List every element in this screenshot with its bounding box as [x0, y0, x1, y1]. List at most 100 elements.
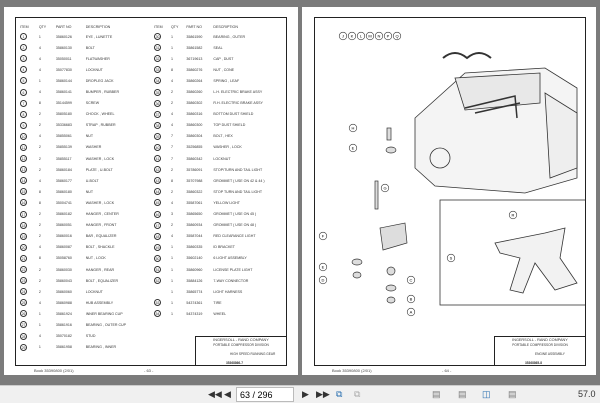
item-number-text: 31	[154, 44, 161, 52]
part-number: 35855139	[54, 142, 84, 153]
part-number: 35860322	[184, 186, 211, 197]
description-text: BOLT , SHACKLE	[85, 245, 115, 250]
part-number: 35707988	[184, 175, 211, 186]
quantity: 8	[169, 175, 184, 186]
part-number: 35860030	[54, 264, 84, 275]
part-number-text: 35860087	[55, 245, 72, 250]
part-number: 54374319	[184, 308, 211, 319]
item-number: 48	[152, 231, 169, 242]
quantity: 8	[37, 186, 54, 197]
single-page-view-icon[interactable]: ▤	[432, 389, 441, 399]
callout-label: G	[383, 185, 386, 190]
description-text: NUT	[85, 189, 94, 194]
company: INGERSOLL - RAND COMPANY	[512, 338, 568, 342]
description-text: BOLT , HEX	[213, 134, 233, 139]
continuous-view-icon[interactable]: ▤	[458, 389, 467, 399]
quantity-text: 2	[38, 112, 41, 117]
description: BEARING , INNER	[84, 342, 150, 353]
callout-circle	[318, 231, 328, 241]
part-number: 35004741	[54, 197, 84, 208]
part-number: 35860130	[54, 42, 84, 53]
callout-circle	[406, 294, 416, 304]
item-number: 52	[152, 275, 169, 286]
last-page-icon[interactable]: ▶▶	[316, 389, 330, 399]
drawing-description: HIGH SPEED RUNNING GEAR	[230, 352, 276, 356]
callout-label: B	[410, 296, 413, 301]
item-number: 6	[18, 86, 37, 97]
callout-label: R	[512, 212, 515, 217]
item-number: 42	[152, 164, 169, 175]
item-number-text: 41	[154, 155, 161, 163]
part-number-text: 35860264	[186, 78, 203, 83]
page-number-input[interactable]	[236, 387, 294, 402]
item-number: 45	[152, 197, 169, 208]
description: BUMPER , RUBBER	[84, 86, 150, 97]
item-number: 4	[18, 64, 37, 75]
part-number: 35077830	[54, 64, 84, 75]
col-item: ITEM	[20, 24, 29, 29]
item-number-text: 33	[154, 66, 161, 74]
quantity-text: 2	[38, 278, 41, 283]
description-text: LOCKNUT	[213, 156, 231, 161]
company: INGERSOLL - RAND COMPANY	[213, 338, 269, 342]
quantity-text: 1	[171, 311, 173, 316]
description: NUT	[84, 186, 150, 197]
description: YELLOW LIGHT	[211, 197, 286, 208]
two-page-view-icon[interactable]: ◫	[482, 389, 491, 399]
part-number-text: 35070182	[55, 334, 72, 339]
quantity: 4	[169, 197, 184, 208]
quantity-text: 4	[38, 67, 41, 72]
col-part: PART NO	[55, 24, 72, 29]
rotate-icon[interactable]: ⧉	[354, 389, 361, 399]
quantity: 4	[37, 331, 54, 342]
part-number-text: 35860302	[186, 101, 203, 106]
quantity-text: 2	[171, 90, 173, 95]
drawing-description: ENGINE ASSEMBLY	[535, 352, 565, 356]
part-number: 35865650	[184, 209, 211, 220]
description-text: HANGER , CENTER	[85, 212, 119, 217]
next-page-icon[interactable]: ▶	[302, 389, 309, 399]
quantity-text: 1	[171, 300, 173, 305]
quantity: 8	[37, 253, 54, 264]
item-number: 24	[18, 286, 37, 297]
quantity: 2	[37, 153, 54, 164]
part-number-text: 35058760	[55, 256, 72, 261]
description: STOP/TURN AND TAIL LIGHT	[211, 164, 286, 175]
description: L.H. ELECTRIC BRAKE ASSY	[211, 86, 286, 97]
item-number-text: 7	[20, 99, 27, 107]
part-number-text: 35861924	[55, 311, 72, 316]
zoom-level[interactable]: 57.0	[578, 389, 596, 399]
part-number-text: 35786091	[186, 167, 203, 172]
description: HANGER , REAR	[84, 264, 150, 275]
part-number-text: 35860060	[55, 289, 72, 294]
part-number-text: 35860180	[55, 189, 72, 194]
item-number-text: 30	[154, 33, 161, 41]
item-number: 5	[18, 75, 37, 86]
quantity-text: 4	[38, 134, 41, 139]
item-number: 10	[18, 131, 37, 142]
part-number-text: 35860304	[186, 134, 203, 139]
quantity-text: 4	[38, 300, 41, 305]
item-number: 38	[152, 120, 169, 131]
description-text: BOLT , EQUALIZER	[85, 278, 119, 283]
item-number: 46	[152, 209, 169, 220]
description: 6 LIGHT ASSEMBLY	[211, 253, 286, 264]
first-page-icon[interactable]: ◀◀	[208, 389, 222, 399]
fit-page-icon[interactable]: ⧉	[336, 389, 343, 399]
description-text: 6 LIGHT ASSEMBLY	[213, 256, 247, 261]
prev-page-icon[interactable]: ◀	[224, 389, 231, 399]
two-page-continuous-icon[interactable]: ▤	[508, 389, 517, 399]
quantity: 4	[37, 131, 54, 142]
quantity: 2	[37, 220, 54, 231]
part-number: 35050011	[54, 53, 84, 64]
page-number: - 63 -	[144, 368, 154, 373]
item-number-text: 17	[20, 210, 27, 218]
callout-circle	[318, 275, 328, 285]
title-block: INGERSOLL - RAND COMPANY PORTABLE COMPRE…	[195, 336, 287, 366]
